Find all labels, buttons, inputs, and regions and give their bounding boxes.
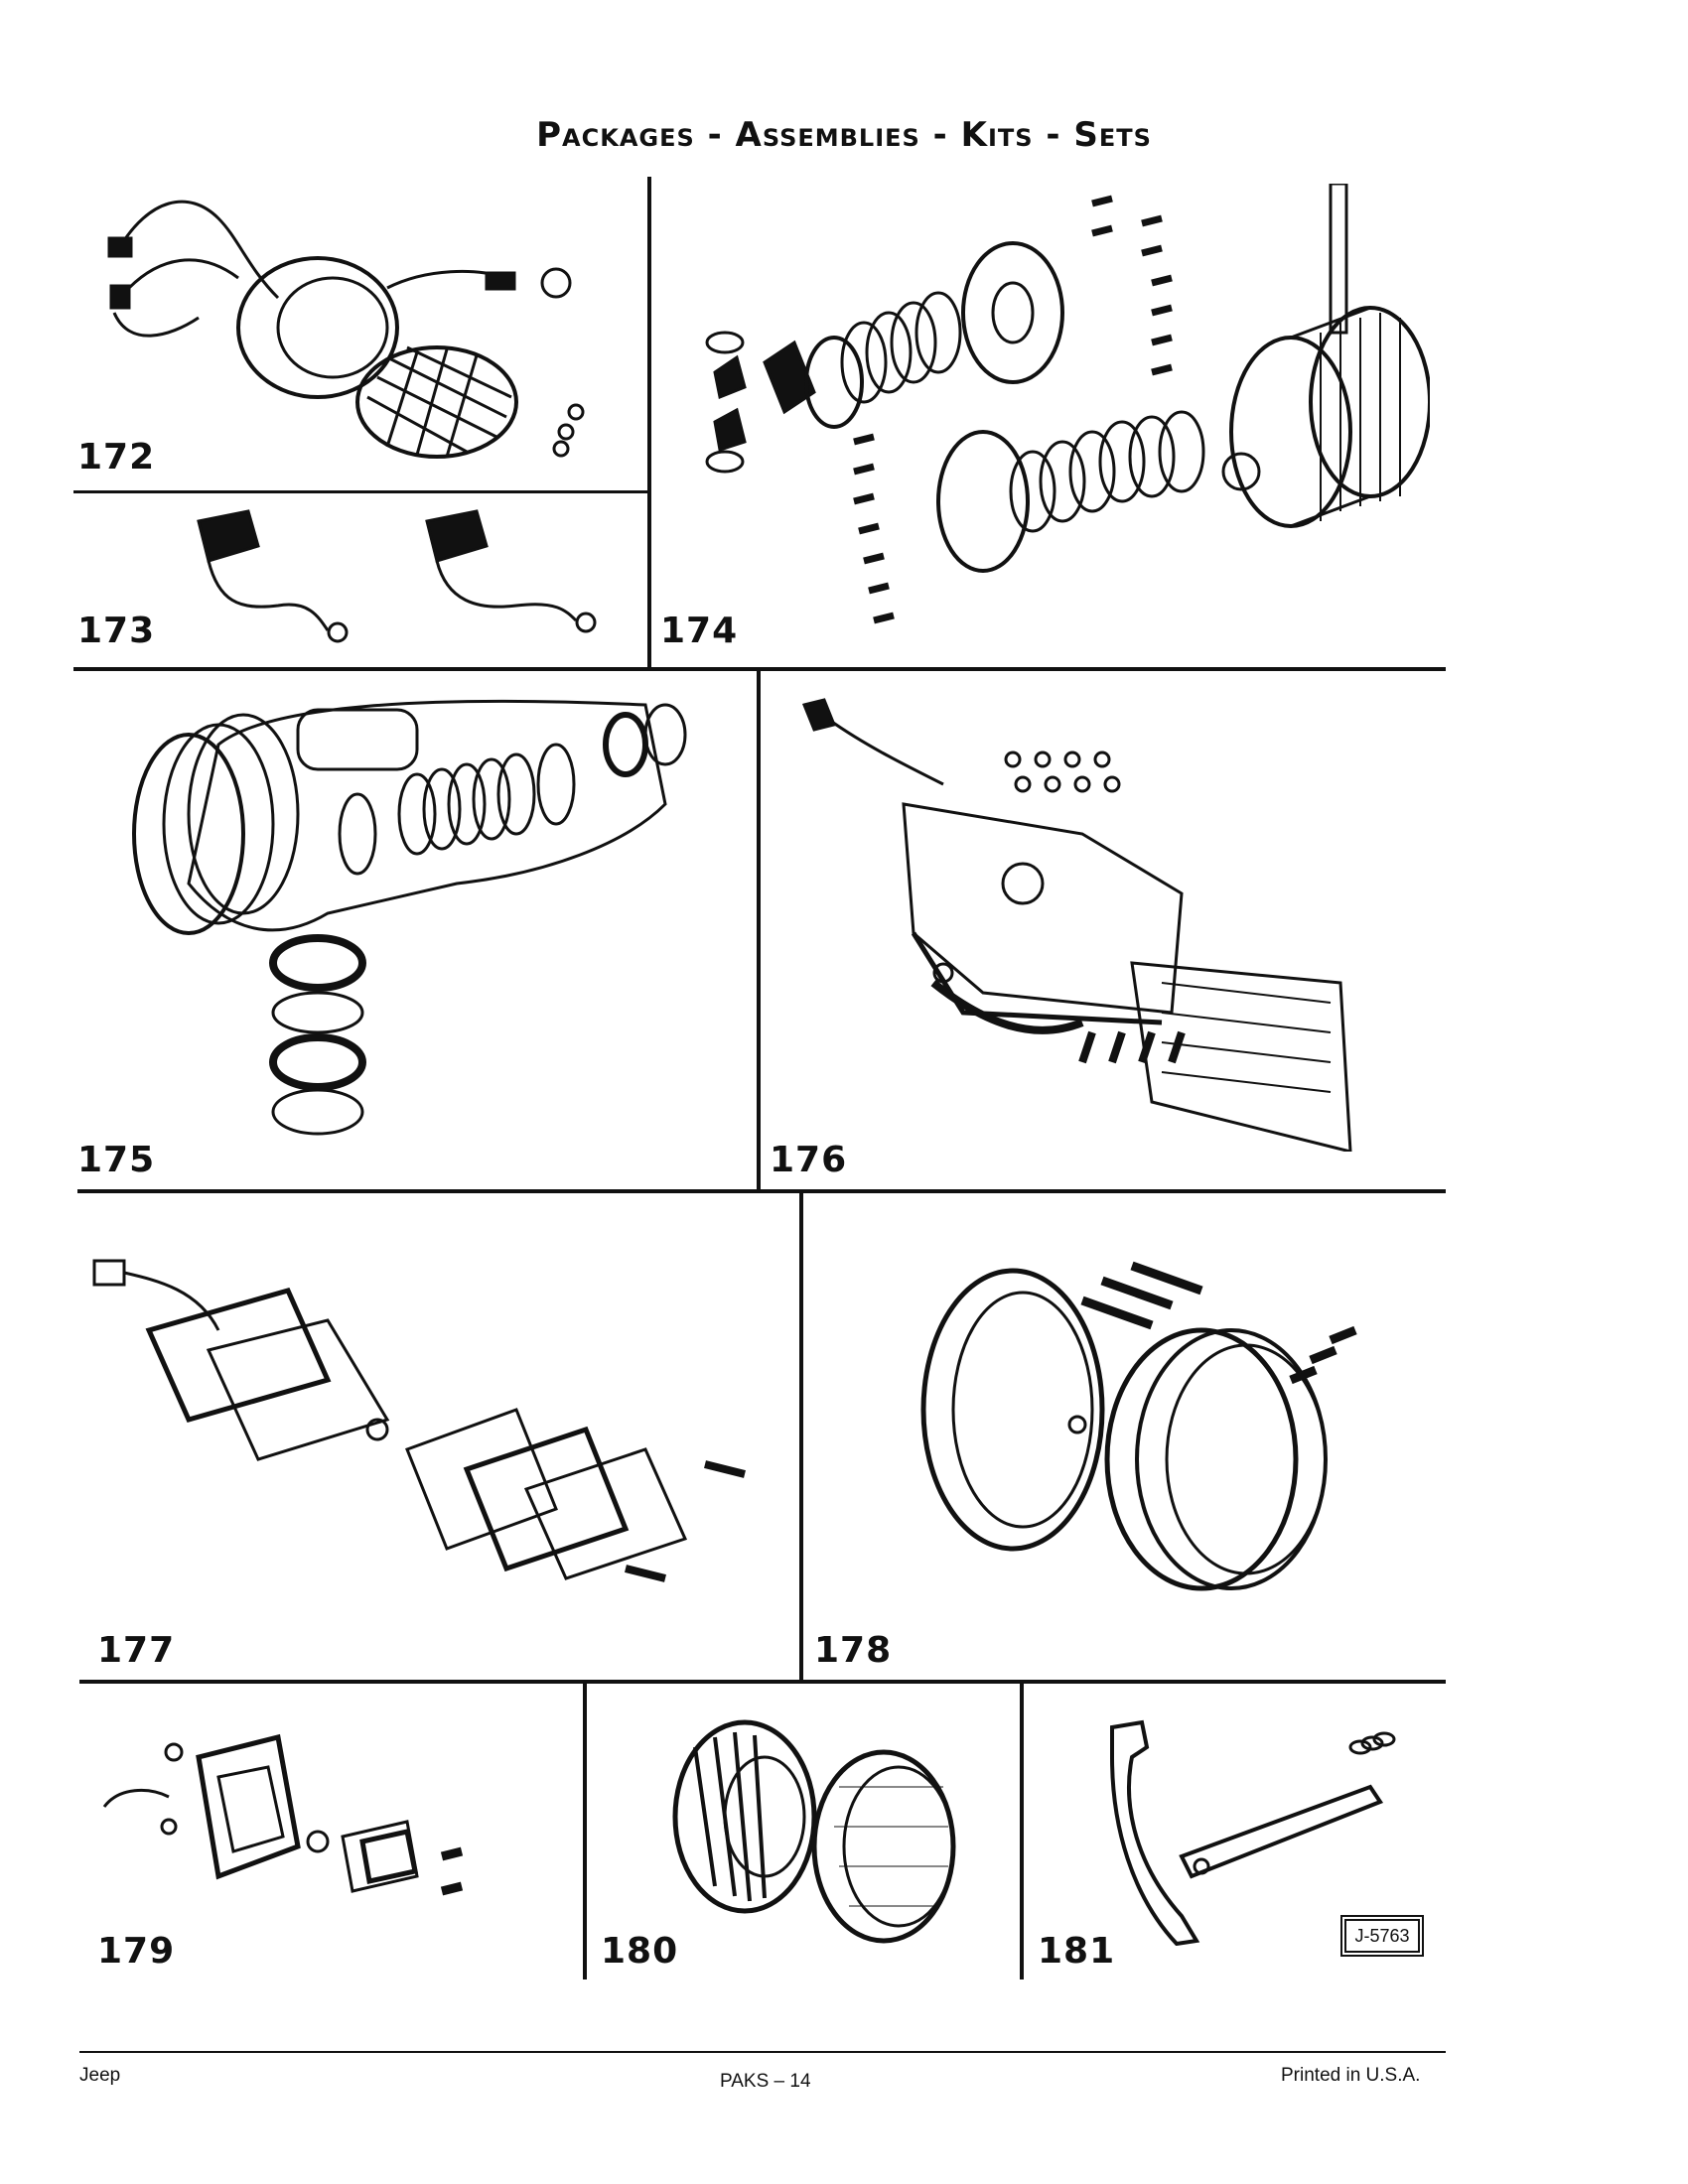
- divider-vertical-row-2: [757, 669, 761, 1191]
- marker-lamp-kit-icon: [99, 1727, 516, 1926]
- figure-number-174: 174: [660, 611, 739, 651]
- divider-row-3: [79, 1680, 1446, 1684]
- figure-code-label: J-5763: [1340, 1915, 1424, 1957]
- divider-vertical-row-4b: [1020, 1682, 1024, 1979]
- divider-172-173: [73, 490, 649, 493]
- footer-center: PAKS – 14: [720, 2071, 811, 2092]
- figure-number-177: 177: [97, 1630, 176, 1671]
- footer-rule: [79, 2051, 1446, 2053]
- differential-clutch-kit-icon: [675, 184, 1430, 640]
- divider-row-2: [77, 1189, 1446, 1193]
- figure-number-181: 181: [1038, 1931, 1116, 1972]
- figure-number-179: 179: [97, 1931, 176, 1972]
- license-lamp-kit-icon: [89, 1251, 765, 1588]
- brush-set-icon: [179, 501, 616, 650]
- footer-left: Jeep: [79, 2065, 121, 2086]
- figure-number-176: 176: [770, 1140, 848, 1180]
- headlamp-mounting-kit-icon: [904, 1261, 1400, 1598]
- lamp-harness-assembly-icon: [89, 179, 626, 467]
- page-title: Packages - Assemblies - Kits - Sets: [536, 115, 1152, 155]
- housing-seal-ring-set-icon: [129, 685, 725, 1152]
- tail-lamp-assembly-icon: [784, 685, 1420, 1152]
- figure-number-178: 178: [814, 1630, 893, 1671]
- divider-vertical-row-3: [799, 1191, 803, 1682]
- divider-vertical-row-4a: [583, 1682, 587, 1979]
- figure-number-180: 180: [601, 1931, 679, 1972]
- figure-number-173: 173: [77, 611, 156, 651]
- figure-number-175: 175: [77, 1140, 156, 1180]
- bearing-and-cup-set-icon: [655, 1717, 973, 1946]
- footer-right: Printed in U.S.A.: [1281, 2065, 1421, 2086]
- brake-lever-kit-icon: [1092, 1717, 1410, 1946]
- divider-vertical-top: [647, 177, 651, 667]
- figure-number-172: 172: [77, 437, 156, 478]
